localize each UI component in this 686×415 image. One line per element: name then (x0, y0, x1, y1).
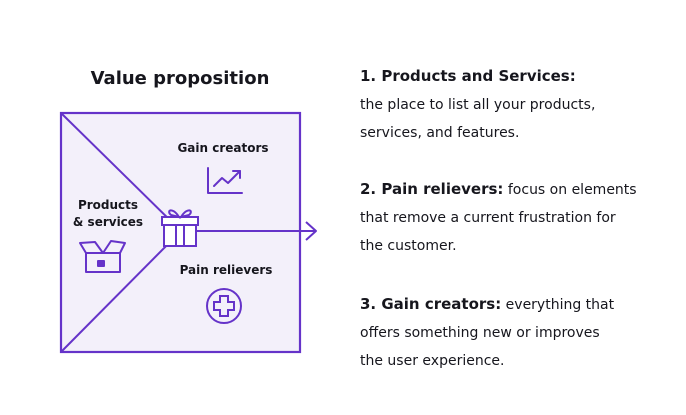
box-icon (79, 240, 126, 273)
pain-relievers-label: Pain relievers (179, 263, 273, 277)
section-line: services, and features. (360, 125, 520, 141)
section-line: the place to list all your products, (360, 97, 596, 113)
section-pain-relievers: 2. Pain relievers: focus on elements tha… (360, 175, 670, 260)
diagram-title: Value proposition (90, 68, 270, 89)
section-gain-creators: 3. Gain creators: everything that offers… (360, 290, 670, 375)
section-products: 1. Products and Services: the place to l… (360, 62, 670, 147)
diagonal-bottom (60, 231, 181, 353)
section-heading: 1. Products and Services: (360, 67, 576, 85)
section-heading-tail: focus on elements (503, 182, 637, 198)
gift-icon (161, 209, 199, 247)
section-line: that remove a current frustration for (360, 210, 616, 226)
products-label-line2: & services (72, 215, 144, 229)
products-label-line1: Products (77, 198, 139, 212)
products-services-label: Products & services (62, 197, 154, 231)
section-line: the customer. (360, 238, 457, 254)
section-line: offers something new or improves (360, 325, 600, 341)
section-line: the user experience. (360, 353, 505, 369)
trend-chart-icon (207, 167, 243, 194)
plus-circle-icon (206, 288, 242, 324)
gain-creators-label: Gain creators (177, 141, 269, 155)
section-heading-tail: everything that (501, 297, 615, 313)
arrow-right-icon (305, 221, 317, 241)
section-heading: 3. Gain creators: (360, 295, 502, 313)
section-heading: 2. Pain relievers: (360, 180, 504, 198)
diagonal-top (60, 112, 181, 231)
